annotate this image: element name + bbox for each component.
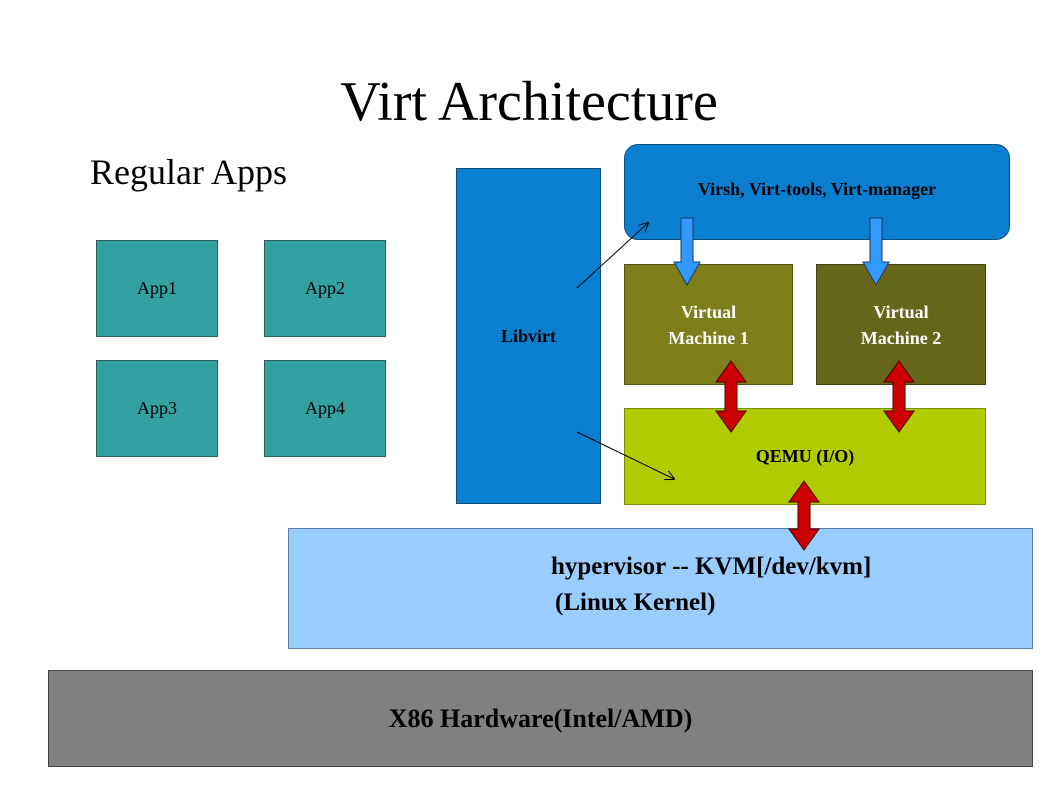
app4-box: App4 bbox=[264, 360, 386, 457]
app1-box: App1 bbox=[96, 240, 218, 337]
vm1-label-line2: Machine 1 bbox=[668, 327, 749, 348]
vm1-label-line1: Virtual bbox=[680, 301, 737, 322]
hypervisor-label-line2: (Linux Kernel) bbox=[555, 589, 716, 616]
hypervisor-label-line1: hypervisor -- KVM[/dev/kvm] bbox=[551, 553, 872, 580]
tools-to-vm2-arrow bbox=[862, 217, 890, 287]
app3-box: App3 bbox=[96, 360, 218, 457]
vm2-label-line2: Machine 2 bbox=[860, 327, 942, 348]
tools-to-vm1-arrow bbox=[673, 217, 701, 287]
slide-title: Virt Architecture bbox=[340, 71, 718, 133]
libvirt-to-tools-arrow bbox=[576, 223, 648, 289]
vm1-qemu-double-arrow bbox=[715, 360, 747, 433]
regular-apps-label: Regular Apps bbox=[90, 152, 287, 192]
vm2-qemu-double-arrow bbox=[883, 360, 915, 433]
hardware-box: X86 Hardware(Intel/AMD) bbox=[48, 670, 1033, 767]
qemu-hypervisor-double-arrow bbox=[788, 480, 820, 551]
hypervisor-box: hypervisor -- KVM[/dev/kvm] (Linux Kerne… bbox=[288, 528, 1033, 649]
libvirt-box: Libvirt bbox=[456, 168, 601, 504]
vm2-label-line1: Virtual bbox=[873, 301, 929, 322]
app2-box: App2 bbox=[264, 240, 386, 337]
libvirt-to-qemu-arrow bbox=[576, 431, 674, 479]
virtual-machine-1-box: Virtual Machine 1 bbox=[624, 264, 793, 385]
